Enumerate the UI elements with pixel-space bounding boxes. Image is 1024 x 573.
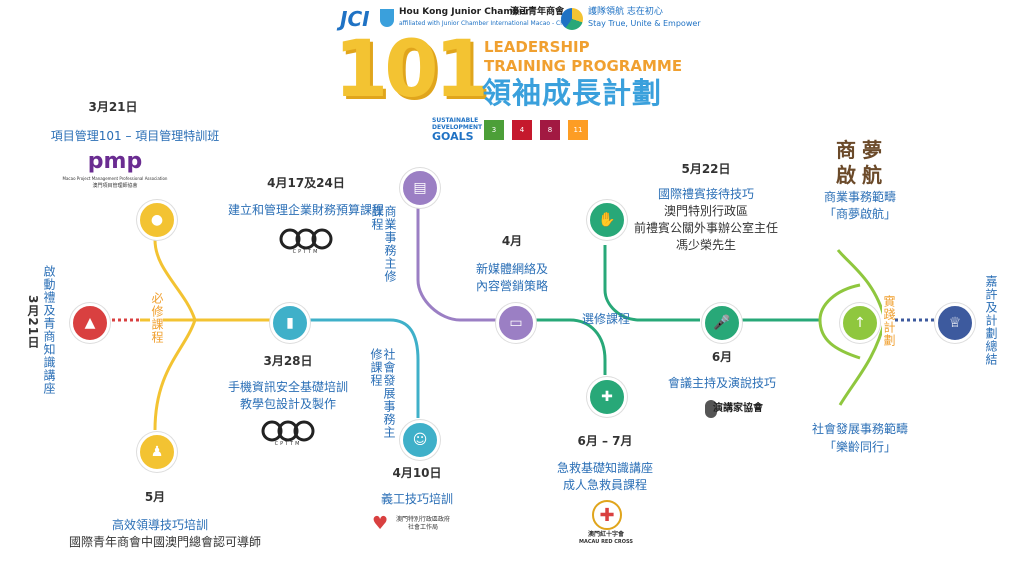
motto-en: Stay True, Unite & Empower [588, 19, 701, 28]
pmp-logo-text: pmp [87, 149, 143, 174]
mobile-line1: 手機資訊安全基礎培訓 [227, 380, 349, 394]
sdg-line3: GOALS [432, 130, 474, 143]
sdg-goal-3: 3 [484, 120, 504, 140]
section-compulsory: 必修課程 [150, 292, 164, 344]
sdg-goal-4: 4 [512, 120, 532, 140]
sdg-goal-8: 8 [540, 120, 560, 140]
section-elective: 選修課程 [581, 312, 631, 326]
practice-node-icon[interactable]: ↑ [840, 303, 880, 343]
business-logo-char-3: 啟 [836, 163, 856, 187]
media-line1: 新媒體網絡及 [475, 262, 549, 276]
closing-trophy-icon[interactable]: ♕ [935, 303, 975, 343]
pmp-logo-sub1: Macao Project Management Professional As… [62, 176, 168, 181]
motto-icon [561, 8, 583, 30]
motto-zh: 護隊領航 志在初心 [588, 7, 663, 17]
programme-title-line1: LEADERSHIP [484, 38, 590, 56]
etiquette-line4: 馮少榮先生 [675, 238, 737, 252]
pm-title: 項目管理101 – 項目管理特訓班 [50, 129, 220, 143]
ias-logo: ♥ 澳門特別行政區政府 社會工作局 [372, 512, 472, 540]
etiquette-node-icon[interactable]: ✋ [587, 200, 627, 240]
section-social: 社會發展事務主修課程 [369, 348, 396, 448]
volunteer-title: 義工技巧培訓 [380, 492, 454, 506]
leadership-line1: 高效領導技巧培訓 [111, 518, 209, 532]
business-node-icon[interactable]: ▤ [400, 168, 440, 208]
pm-date: 3月21日 [88, 100, 138, 114]
cptt-logo-top-text: CPTTM [292, 249, 320, 255]
opening-title: 啟動禮及青商知識講座 [42, 265, 56, 395]
business-logo-char-4: 航 [862, 163, 882, 187]
business-logo-char-1: 商 [836, 138, 856, 162]
etiquette-line1: 國際禮賓接待技巧 [657, 187, 755, 201]
cptt-gears-icon [261, 420, 315, 442]
volunteer-date: 4月10日 [392, 466, 442, 480]
pmp-logo: pmp Macao Project Management Professiona… [60, 150, 170, 192]
etiquette-line3: 前禮賓公關外事辦公室主任 [633, 221, 779, 235]
firstaid-line2: 成人急救員課程 [562, 478, 648, 492]
business-logo-char-2: 夢 [862, 138, 882, 162]
pmp-logo-sub2: 澳門項目管理師協會 [92, 183, 138, 189]
leadership-node-icon[interactable]: ♟ [137, 432, 177, 472]
ias-logo-line2: 社會工作局 [408, 524, 439, 531]
red-cross-logo-text: 澳門紅十字會 [587, 531, 625, 538]
volunteer-node-icon[interactable]: ☺ [400, 420, 440, 460]
opening-node-icon[interactable]: ▲ [70, 303, 110, 343]
social-scope-line1: 社會發展事務範疇 [811, 422, 909, 436]
sdg-goal-11: 11 [568, 120, 588, 140]
speech-node-icon[interactable]: 🎤 [702, 303, 742, 343]
speech-date: 6月 [711, 350, 733, 364]
speaker-mic-icon [705, 400, 717, 418]
leadership-line2: 國際青年商會中國澳門總會認可導師 [68, 535, 262, 549]
ias-heart-icon: ♥ [372, 513, 389, 534]
mobile-date: 3月28日 [263, 354, 313, 368]
sdg-line2: DEVELOPMENT [432, 124, 483, 131]
section-social-text: 社會發展事務主修課程 [369, 348, 396, 439]
red-cross-logo-sub: MACAU RED CROSS [579, 539, 633, 545]
opening-date: 3月21日 [26, 295, 40, 350]
business-scope-line1: 商業事務範疇 [823, 190, 897, 204]
business-scope-line2: 「商夢啟航」 [823, 207, 897, 221]
programme-title-line2: TRAINING PROGRAMME [484, 57, 683, 75]
finance-date: 4月17及24日 [267, 176, 345, 190]
leadership-date: 5月 [144, 490, 166, 504]
mobile-line2: 教學包設計及製作 [239, 397, 337, 411]
cptt-logo-bottom: CPTTM [260, 420, 316, 450]
section-business-text: 商業事務主修課程 [370, 205, 397, 283]
media-line2: 內容營銷策略 [475, 279, 549, 293]
speech-title: 會議主持及演說技巧 [667, 376, 777, 390]
section-business: 商業事務主修課程 [370, 205, 397, 285]
jci-logo: JCI [340, 7, 370, 31]
programme-number: 101 [334, 25, 489, 115]
red-cross-logo: ✚ 澳門紅十字會 MACAU RED CROSS [579, 498, 633, 554]
speaker-association-logo: 演講家協會 [683, 400, 763, 422]
mobile-security-node-icon[interactable]: ▮ [270, 303, 310, 343]
red-cross-icon: ✚ [592, 500, 622, 530]
finance-title: 建立和管理企業財務預算課程 [227, 203, 385, 217]
chamber-name-zh: 濠江青年商會 [510, 7, 565, 17]
header: JCI Hou Kong Junior Chamber 濠江青年商會 affil… [0, 0, 1024, 150]
firstaid-line1: 急救基礎知識講座 [556, 461, 654, 475]
affiliate-text: affiliated with Junior Chamber Internati… [399, 20, 574, 27]
cptt-logo-top: CPTTM [278, 228, 334, 258]
media-date: 4月 [501, 234, 523, 248]
chamber-name-en: Hou Kong Junior Chamber [399, 7, 530, 17]
ias-logo-line1: 澳門特別行政區政府 [396, 516, 451, 523]
jci-emblem-icon [380, 9, 394, 27]
social-scope-line2: 「樂齡同行」 [823, 440, 897, 454]
cptt-logo-bottom-text: CPTTM [274, 441, 302, 447]
sdg-line1: SUSTAINABLE [432, 117, 479, 124]
cptt-gears-icon [279, 228, 333, 250]
project-management-node-icon[interactable]: ● [137, 200, 177, 240]
closing-title: 嘉許及計劃總結 [984, 275, 998, 366]
programme-title-zh: 領袖成長計劃 [482, 76, 663, 110]
business-scope-logo: 商 夢 啟 航 [836, 138, 888, 188]
speaker-logo-text: 演講家協會 [713, 403, 763, 414]
section-practice: 實踐計劃 [882, 295, 896, 347]
firstaid-date: 6月 – 7月 [577, 434, 633, 448]
first-aid-node-icon[interactable]: ✚ [587, 377, 627, 417]
etiquette-line2: 澳門特別行政區 [663, 204, 749, 218]
media-node-icon[interactable]: ▭ [496, 303, 536, 343]
etiquette-date: 5月22日 [681, 162, 731, 176]
